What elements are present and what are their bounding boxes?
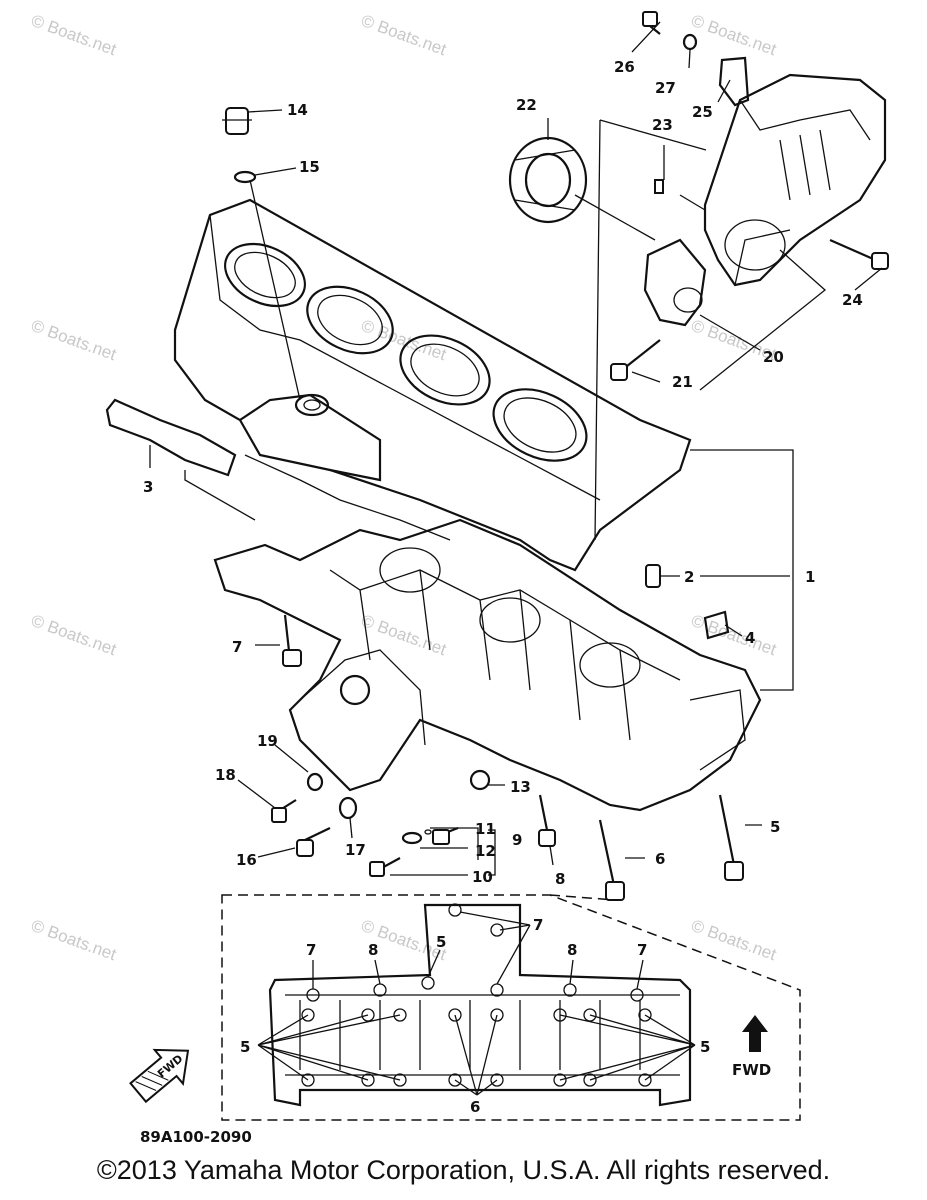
- part-number-16: 16: [236, 851, 257, 869]
- fasteners: [222, 11, 889, 901]
- watermark: © Boats.net: [29, 11, 119, 59]
- part-labels: 1 2 3 4 5 6 7 8 9 10 11 12 13 14 15 16 1…: [143, 58, 863, 888]
- seal-cap: [643, 238, 707, 327]
- watermark: © Boats.net: [29, 316, 119, 364]
- part-number-7: 7: [232, 638, 242, 656]
- crankcase-exploded-view: © Boats.net © Boats.net © Boats.net © Bo…: [29, 11, 889, 1146]
- part-number-14: 14: [287, 101, 308, 119]
- upper-crankcase: [173, 198, 692, 572]
- part-number-15: 15: [299, 158, 320, 176]
- watermark: © Boats.net: [359, 316, 449, 364]
- inset-label-7: 7: [533, 916, 543, 934]
- plate: [105, 398, 237, 477]
- part-number-13: 13: [510, 778, 531, 796]
- part-number-24: 24: [842, 291, 863, 309]
- part-number-23: 23: [652, 116, 673, 134]
- part-number-27: 27: [655, 79, 676, 97]
- watermark: © Boats.net: [689, 11, 779, 59]
- part-number-4: 4: [745, 629, 755, 647]
- inset-label-5: 5: [700, 1038, 710, 1056]
- inset-leader-lines: [257, 911, 696, 1096]
- watermark: © Boats.net: [689, 611, 779, 659]
- diagram-reference-code: 89A100-2090: [140, 1128, 252, 1146]
- fwd-arrow-icon: FWD: [129, 1048, 190, 1104]
- inset-label-8: 8: [567, 941, 577, 959]
- lower-crankcase: [213, 518, 762, 812]
- part-number-5: 5: [770, 818, 780, 836]
- part-number-12: 12: [475, 842, 496, 860]
- part-number-10: 10: [472, 868, 493, 886]
- part-number-3: 3: [143, 478, 153, 496]
- part-number-19: 19: [257, 732, 278, 750]
- bearing: [508, 136, 588, 224]
- up-arrow-icon: [742, 1015, 768, 1052]
- inset-label-5: 5: [240, 1038, 250, 1056]
- bolt-layout-inset: 7 8 5 7 8 7 5 5 6: [221, 894, 801, 1121]
- watermark: © Boats.net: [689, 916, 779, 964]
- seal-housing: [703, 73, 887, 287]
- inset-label-5: 5: [436, 933, 446, 951]
- part-number-1: 1: [805, 568, 815, 586]
- part-number-11: 11: [475, 820, 496, 838]
- leader-lines: [149, 21, 883, 876]
- inset-label-7: 7: [637, 941, 647, 959]
- inset-label-6: 6: [470, 1098, 480, 1116]
- part-number-22: 22: [516, 96, 537, 114]
- inset-label-8: 8: [368, 941, 378, 959]
- part-number-26: 26: [614, 58, 635, 76]
- part-number-9: 9: [512, 831, 522, 849]
- part-number-21: 21: [672, 373, 693, 391]
- part-number-17: 17: [345, 841, 366, 859]
- copyright-notice: ©2013 Yamaha Motor Corporation, U.S.A. A…: [96, 1155, 831, 1185]
- part-number-2: 2: [684, 568, 694, 586]
- part-number-20: 20: [763, 348, 784, 366]
- part-number-6: 6: [655, 850, 665, 868]
- watermarks: © Boats.net © Boats.net © Boats.net © Bo…: [29, 11, 779, 964]
- part-number-8: 8: [555, 870, 565, 888]
- bolt-positions: [301, 903, 652, 1087]
- watermark: © Boats.net: [29, 611, 119, 659]
- watermark: © Boats.net: [29, 916, 119, 964]
- fwd-label: FWD: [732, 1061, 771, 1079]
- watermark: © Boats.net: [359, 11, 449, 59]
- part-number-18: 18: [215, 766, 236, 784]
- inset-label-7: 7: [306, 941, 316, 959]
- part-number-25: 25: [692, 103, 713, 121]
